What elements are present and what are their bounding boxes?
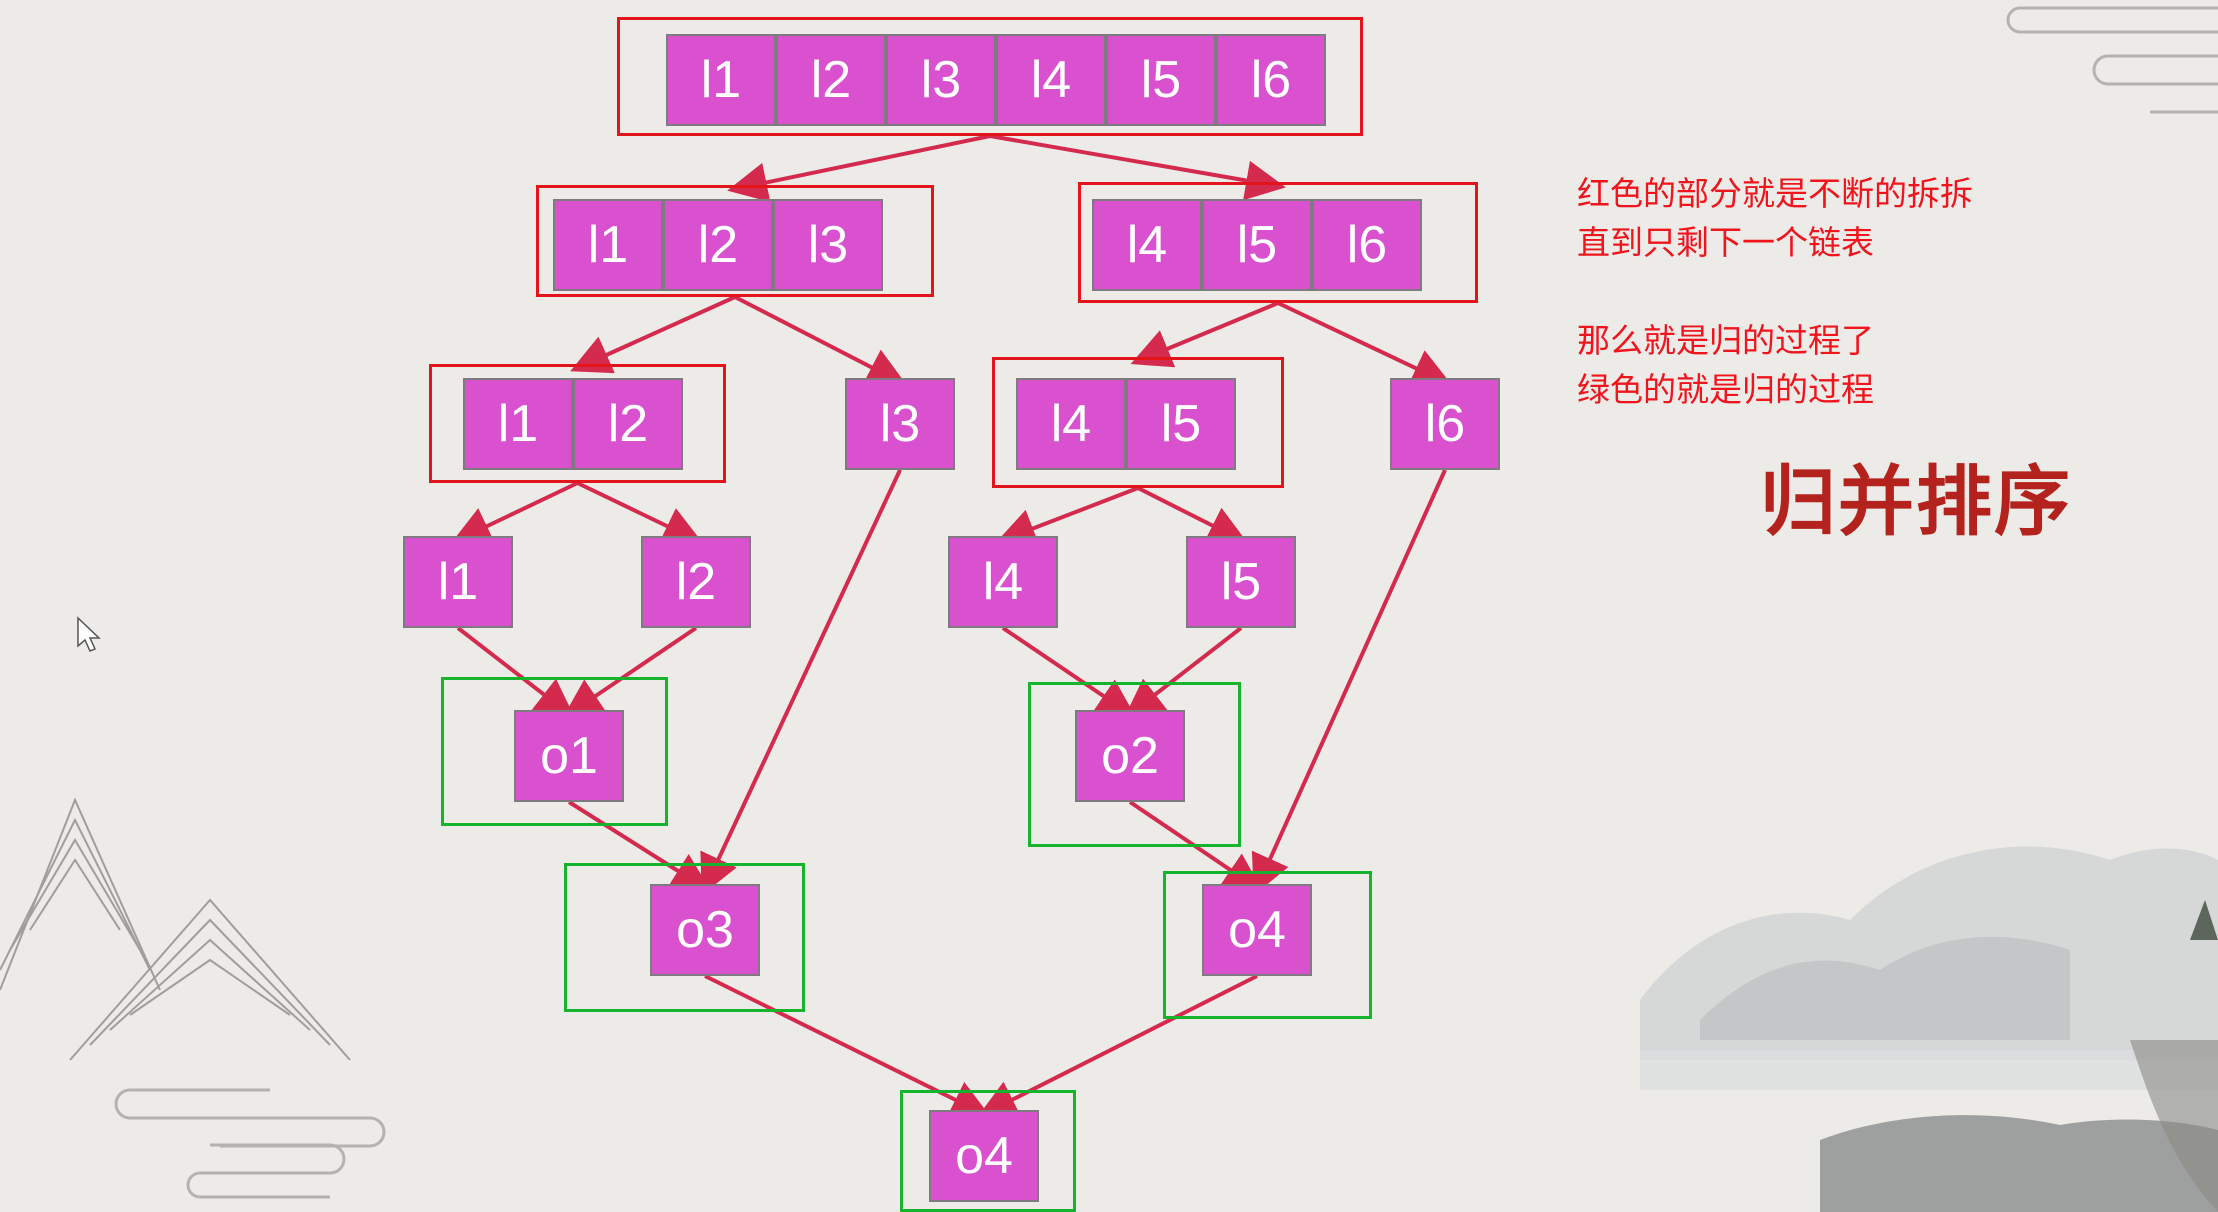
- merged-node-final: o4: [929, 1110, 1039, 1202]
- arrow-c6-to-o4: [1251, 469, 1447, 896]
- arrow-d1-to-o1: [456, 626, 576, 719]
- merged-node-o4: o4: [1202, 884, 1312, 976]
- note-line-2: 直到只剩下一个链表: [1577, 223, 1874, 262]
- arrow-g_top-to-g_left: [727, 134, 991, 203]
- arrow-g_l45-to-d5: [1137, 486, 1249, 544]
- arrow-g_top-to-g_right: [989, 134, 1286, 201]
- merge-box-final: [900, 1090, 1076, 1212]
- arrow-g_left-to-c3: [734, 295, 908, 386]
- list-node-l3: l3: [773, 199, 883, 291]
- list-node-l5: l5: [1106, 34, 1216, 126]
- merge-sort-title: 归并排序: [1760, 457, 2072, 546]
- arrow-g_l12-to-d1: [450, 481, 579, 545]
- arrow-d5-to-o2: [1123, 626, 1243, 719]
- landscape-decoration: [1640, 846, 2218, 1212]
- arrow-g_right-to-g_l45: [1130, 301, 1279, 368]
- arrow-o1-to-o3: [567, 800, 712, 893]
- arrow-c3-to-o3: [700, 469, 902, 896]
- note-line-5: 绿色的就是归的过程: [1577, 370, 1874, 409]
- list-node-l6: l6: [1312, 199, 1422, 291]
- list-node-l4: l4: [1016, 378, 1126, 470]
- merge-box-o1: [441, 677, 668, 826]
- list-node-l5: l5: [1202, 199, 1312, 291]
- split-box-level-1: [617, 17, 1363, 136]
- list-node-l3: l3: [845, 378, 955, 470]
- mountain-lines-decoration: [0, 797, 351, 1061]
- list-node-l5: l5: [1186, 536, 1296, 628]
- merged-node-o1: o1: [514, 710, 624, 802]
- list-node-l2: l2: [641, 536, 751, 628]
- split-box-l4-l5: [992, 357, 1284, 488]
- merged-node-o3: o3: [650, 884, 760, 976]
- list-node-l1: l1: [666, 34, 776, 126]
- list-node-l1: l1: [403, 536, 513, 628]
- list-node-l4: l4: [948, 536, 1058, 628]
- arrow-g_right-to-c6: [1277, 301, 1453, 387]
- list-node-l2: l2: [663, 199, 773, 291]
- arrow-g_left-to-g_l12: [570, 295, 736, 374]
- list-node-l6: l6: [1390, 378, 1500, 470]
- cloud-lines-decoration: [114, 6, 2218, 1199]
- merge-box-o3: [564, 863, 805, 1012]
- list-node-l3: l3: [886, 34, 996, 126]
- list-node-l2: l2: [573, 378, 683, 470]
- list-node-l1: l1: [553, 199, 663, 291]
- split-box-left: [536, 185, 934, 297]
- arrow-d2-to-o1: [562, 626, 698, 719]
- arrow-g_l45-to-d4: [995, 486, 1139, 548]
- arrow-g_l12-to-d2: [576, 481, 704, 545]
- list-node-l5: l5: [1126, 378, 1236, 470]
- list-node-l4: l4: [996, 34, 1106, 126]
- note-line-1: 红色的部分就是不断的拆拆: [1577, 174, 1973, 213]
- merge-box-o2: [1028, 682, 1241, 847]
- list-node-l6: l6: [1216, 34, 1326, 126]
- mouse-cursor-icon: [77, 616, 101, 652]
- split-box-right: [1078, 182, 1478, 303]
- list-node-l1: l1: [463, 378, 573, 470]
- merge-box-o4: [1163, 871, 1372, 1019]
- split-box-l1-l2: [429, 364, 726, 483]
- arrow-d4-to-o2: [1001, 626, 1137, 719]
- note-line-4: 那么就是归的过程了: [1577, 321, 1874, 360]
- list-node-l2: l2: [776, 34, 886, 126]
- merged-node-o2: o2: [1075, 710, 1185, 802]
- list-node-l4: l4: [1092, 199, 1202, 291]
